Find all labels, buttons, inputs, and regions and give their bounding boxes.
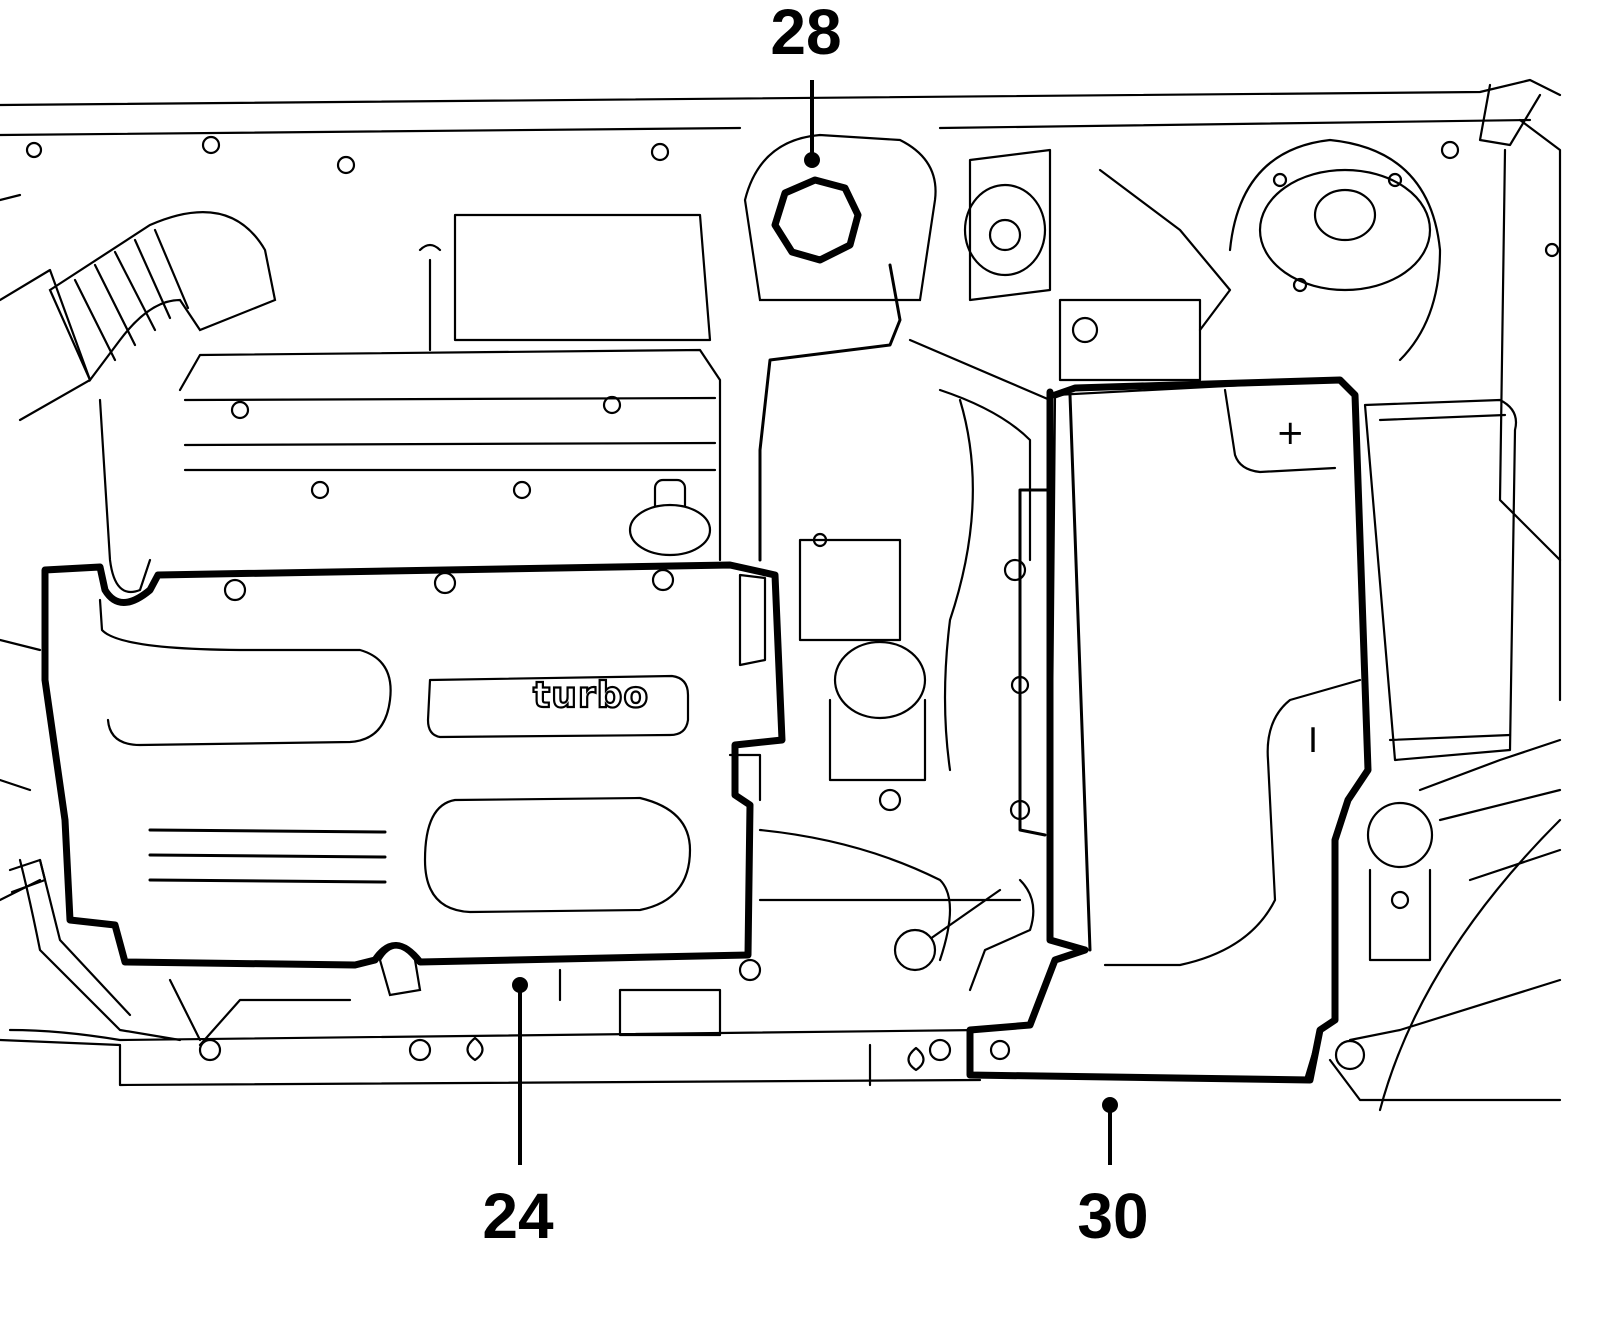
central-components xyxy=(558,148,1232,1037)
cover-rib xyxy=(148,828,387,884)
callout-30: 30 xyxy=(1077,1180,1148,1252)
callout-leaders xyxy=(512,80,1118,1165)
battery-minus-symbol: I xyxy=(1308,721,1318,761)
left-hoses xyxy=(8,858,952,1062)
callout-28: 28 xyxy=(770,0,841,68)
turbo-emblem-text: turbo xyxy=(533,675,649,716)
battery-cover: + I xyxy=(966,376,1372,1084)
engine-cover: turbo xyxy=(41,561,786,997)
fuse-box xyxy=(1363,398,1518,962)
cam-cover xyxy=(178,213,722,562)
intake-hose xyxy=(0,211,277,593)
leader-30-dot xyxy=(1102,1097,1118,1113)
battery-plus-symbol: + xyxy=(1276,413,1305,453)
callout-24: 24 xyxy=(482,1180,554,1252)
leader-24-dot xyxy=(512,977,528,993)
engine-bay-frame xyxy=(0,78,1562,1112)
expansion-tank-cap xyxy=(771,176,862,264)
strut-tower xyxy=(1228,138,1442,362)
expansion-tank xyxy=(743,133,1052,562)
leader-28-dot xyxy=(804,152,820,168)
